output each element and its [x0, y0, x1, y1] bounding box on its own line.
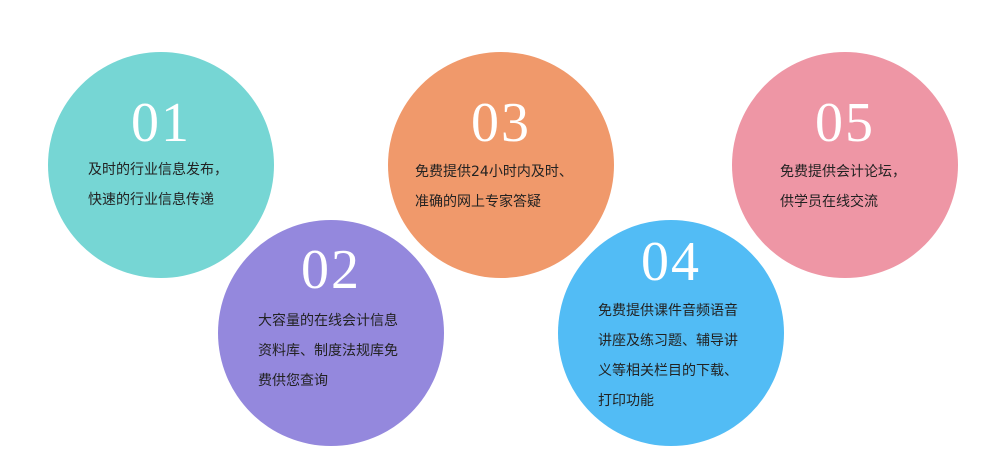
feature-number: 05 [815, 92, 875, 154]
description-line: 讲座及练习题、辅导讲 [598, 333, 738, 349]
feature-description: 免费提供会计论坛， 供学员在线交流 [780, 157, 906, 217]
description-line: 打印功能 [598, 393, 654, 409]
feature-description: 大容量的在线会计信息 资料库、制度法规库免 费供您查询 [258, 306, 398, 396]
feature-circle-01: 01 及时的行业信息发布， 快速的行业信息传递 [48, 52, 274, 278]
description-line: 供学员在线交流 [780, 194, 878, 210]
feature-circle-04: 04 免费提供课件音频语音 讲座及练习题、辅导讲 义等相关栏目的下载、 打印功能 [558, 220, 784, 446]
feature-description: 及时的行业信息发布， 快速的行业信息传递 [88, 155, 228, 215]
description-line: 义等相关栏目的下载、 [598, 363, 738, 379]
feature-description: 免费提供24小时内及时、 准确的网上专家答疑 [415, 157, 573, 217]
feature-circle-05: 05 免费提供会计论坛， 供学员在线交流 [732, 52, 958, 278]
description-line: 免费提供24小时内及时、 [415, 164, 573, 180]
feature-description: 免费提供课件音频语音 讲座及练习题、辅导讲 义等相关栏目的下载、 打印功能 [598, 296, 738, 416]
feature-circle-03: 03 免费提供24小时内及时、 准确的网上专家答疑 [388, 52, 614, 278]
feature-number: 04 [641, 231, 701, 293]
description-line: 资料库、制度法规库免 [258, 343, 398, 359]
description-line: 快速的行业信息传递 [88, 192, 214, 208]
description-line: 费供您查询 [258, 373, 328, 389]
description-line: 准确的网上专家答疑 [415, 194, 541, 210]
description-line: 免费提供课件音频语音 [598, 303, 738, 319]
description-line: 及时的行业信息发布， [88, 162, 228, 178]
feature-number: 02 [301, 239, 361, 301]
feature-circle-02: 02 大容量的在线会计信息 资料库、制度法规库免 费供您查询 [218, 220, 444, 446]
feature-number: 01 [131, 92, 191, 154]
description-line: 免费提供会计论坛， [780, 164, 906, 180]
feature-number: 03 [471, 92, 531, 154]
description-line: 大容量的在线会计信息 [258, 313, 398, 329]
